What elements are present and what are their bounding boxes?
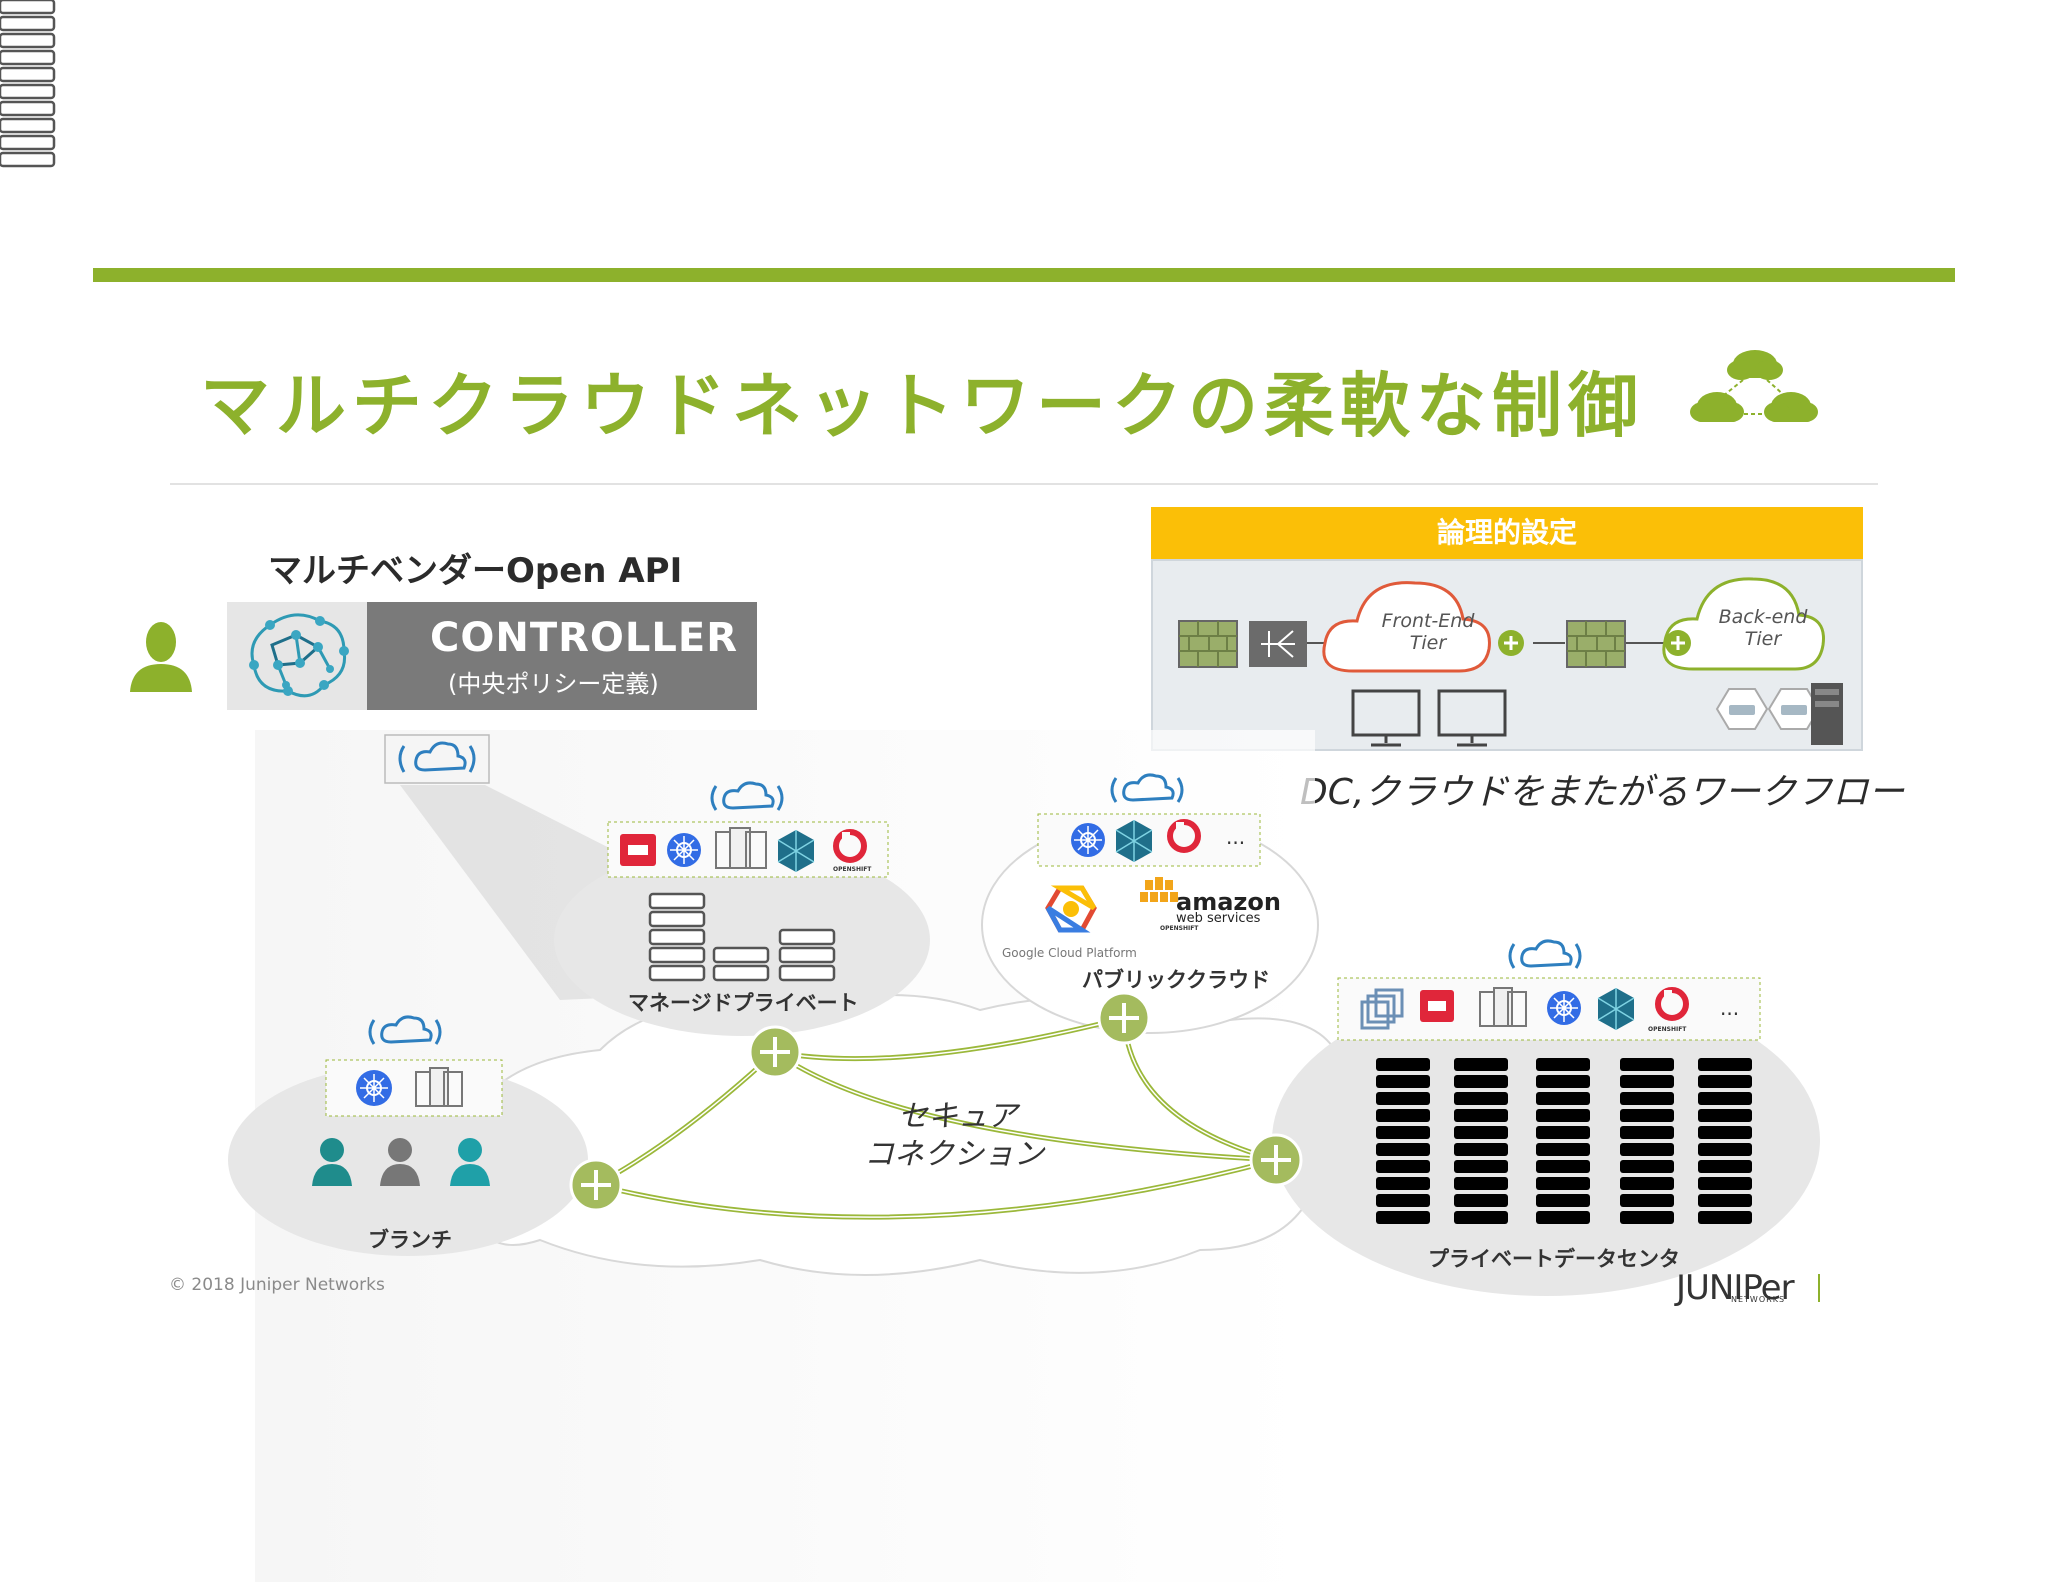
monitor-icon bbox=[1351, 689, 1507, 747]
openshift-icon bbox=[833, 829, 867, 863]
openstack-icon bbox=[620, 834, 656, 866]
logical-topology-diagram bbox=[1178, 577, 1843, 747]
logical-config-header: 論理的設定 bbox=[1151, 507, 1863, 559]
openstack-icon bbox=[1420, 990, 1454, 1022]
cloud-agent-icon bbox=[710, 781, 784, 811]
openshift-label: OPENSHIFT bbox=[1648, 1026, 1687, 1033]
cloud-agent-icon bbox=[1110, 773, 1184, 803]
branch-label: ブランチ bbox=[368, 1228, 452, 1252]
more-vendors-ellipsis: ... bbox=[1226, 825, 1246, 849]
back-end-cloud-icon bbox=[1662, 577, 1825, 671]
aws-logo-sub: web services bbox=[1176, 911, 1261, 926]
router-icon bbox=[748, 1025, 802, 1079]
contrail-icon bbox=[1597, 988, 1635, 1030]
router-icon bbox=[569, 1158, 623, 1212]
openshift-icon bbox=[1655, 987, 1689, 1021]
router-icon bbox=[1097, 991, 1151, 1045]
front-end-line2: Tier bbox=[1409, 632, 1447, 654]
kubernetes-icon bbox=[1071, 823, 1105, 857]
contrail-icon bbox=[1115, 820, 1153, 862]
secure-line1: セキュア bbox=[898, 1099, 1018, 1134]
user-icon bbox=[312, 1138, 352, 1186]
front-end-line1: Front-End bbox=[1381, 610, 1475, 632]
vmware-icon bbox=[1360, 988, 1404, 1030]
server-icon bbox=[415, 1067, 463, 1107]
google-cloud-logo-text: Google Cloud Platform bbox=[1002, 946, 1137, 960]
server-icon bbox=[715, 827, 767, 869]
firewall-icon bbox=[1566, 620, 1626, 668]
load-balancer-icon bbox=[1249, 621, 1307, 667]
branch-vendor-box bbox=[325, 1059, 503, 1117]
server-rack-icon bbox=[0, 0, 56, 168]
juniper-logo-sub: NETWORKS bbox=[1731, 1295, 1786, 1304]
logical-config-title: 論理的設定 bbox=[1436, 516, 1577, 549]
header-accent-bar bbox=[93, 268, 1955, 282]
kubernetes-icon bbox=[1547, 991, 1581, 1025]
google-cloud-icon bbox=[1045, 885, 1097, 933]
cloud-agent-icon bbox=[384, 734, 490, 784]
secure-connection-label: セキュア コネクション bbox=[864, 1098, 1044, 1174]
server-icon bbox=[1479, 987, 1527, 1027]
server-tower-icon bbox=[1811, 683, 1843, 745]
kubernetes-icon bbox=[356, 1070, 392, 1106]
workflow-caption: DC,クラウドをまたがるワークフロー bbox=[1300, 772, 1905, 813]
page-title: マルチクラウドネットワークの柔軟な制御 bbox=[200, 365, 1644, 447]
private-dc-label: プライベートデータセンタ bbox=[1428, 1247, 1680, 1271]
multicloud-icon bbox=[1690, 350, 1818, 422]
managed-private-site bbox=[554, 844, 930, 1036]
public-cloud-label: パブリッククラウド bbox=[1082, 968, 1271, 992]
user-icon bbox=[450, 1138, 490, 1186]
admin-user-icon bbox=[130, 622, 192, 692]
footer-accent-bar bbox=[1818, 1274, 1820, 1302]
amazon-logo-text: amazon bbox=[1176, 888, 1281, 916]
back-end-line2: Tier bbox=[1744, 628, 1782, 650]
firewall-icon bbox=[1178, 620, 1238, 668]
secure-line2: コネクション bbox=[864, 1137, 1044, 1172]
docker-container-icon bbox=[1715, 688, 1821, 730]
kubernetes-icon bbox=[667, 833, 701, 867]
cloud-agent-icon bbox=[368, 1015, 442, 1045]
juniper-logo-text: JUNIPer bbox=[1676, 1268, 1795, 1308]
brain-network-icon bbox=[249, 613, 349, 698]
server-rack-icon bbox=[648, 892, 836, 982]
managed-private-label: マネージドプライベート bbox=[628, 991, 859, 1015]
more-vendors-ellipsis: ... bbox=[1720, 996, 1740, 1020]
openshift-label: OPENSHIFT bbox=[833, 866, 872, 873]
aws-icon bbox=[1140, 877, 1178, 902]
router-icon bbox=[1498, 630, 1524, 656]
controller-subtitle: (中央ポリシー定義) bbox=[448, 670, 659, 698]
open-api-label: マルチベンダーOpen API bbox=[268, 551, 683, 591]
contrail-icon bbox=[777, 830, 815, 872]
copyright-text: © 2018 Juniper Networks bbox=[169, 1275, 385, 1295]
router-icon bbox=[1249, 1133, 1303, 1187]
openshift-icon bbox=[1167, 819, 1201, 853]
user-icon bbox=[380, 1138, 420, 1186]
controller-title: CONTROLLER bbox=[430, 615, 739, 661]
front-end-cloud-icon bbox=[1322, 581, 1491, 673]
openshift-label: OPENSHIFT bbox=[1160, 925, 1199, 932]
back-end-line1: Back-end bbox=[1718, 606, 1808, 628]
cloud-agent-icon bbox=[1508, 939, 1582, 969]
title-divider bbox=[170, 483, 1878, 485]
router-icon bbox=[1665, 630, 1691, 656]
